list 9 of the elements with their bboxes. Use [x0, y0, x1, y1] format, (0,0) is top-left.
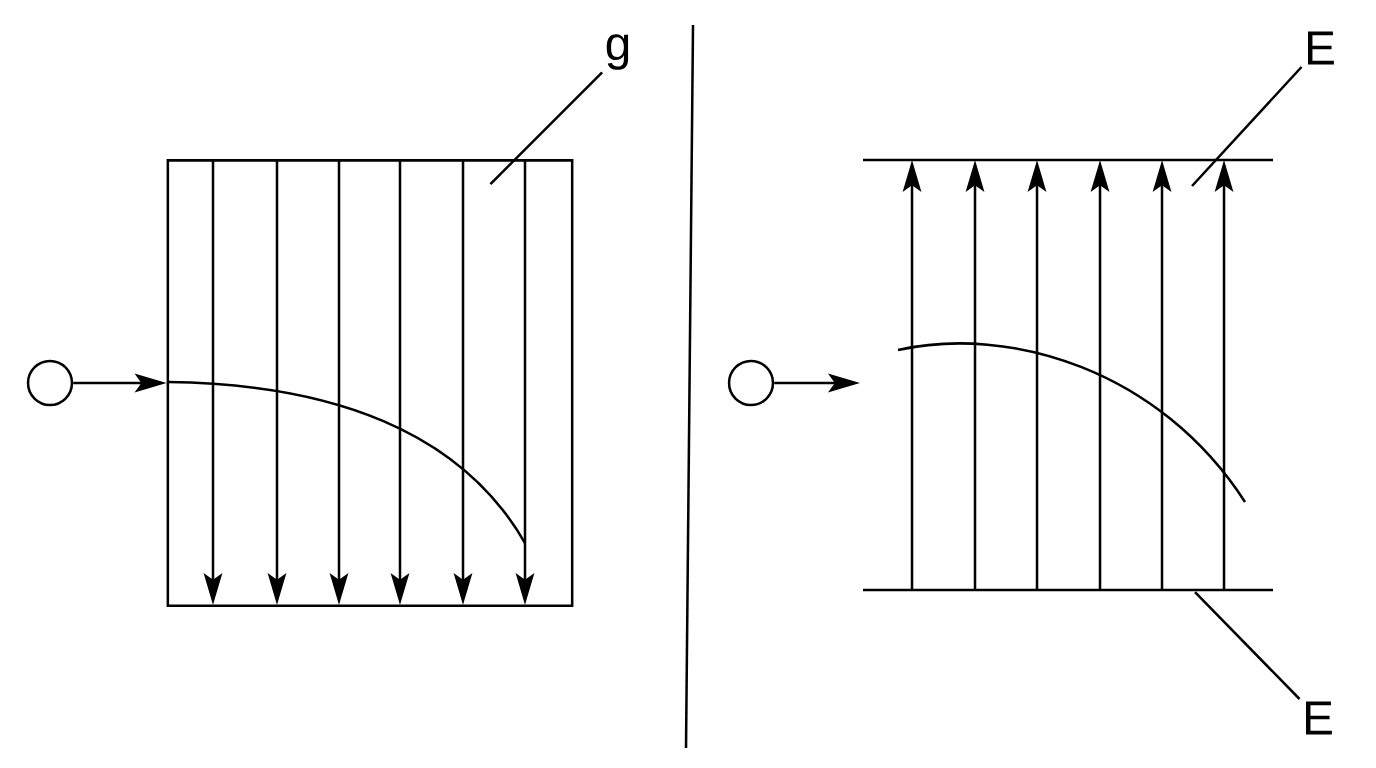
field-label: g [606, 34, 629, 70]
particle-circle [727, 359, 775, 407]
leader-line [489, 71, 604, 185]
field-label: E [1308, 31, 1334, 65]
particle-circle [26, 359, 74, 407]
field-region-box [166, 159, 574, 607]
leader-line [1194, 591, 1301, 700]
leader-line [1191, 66, 1303, 187]
field-label: E [1306, 701, 1332, 735]
